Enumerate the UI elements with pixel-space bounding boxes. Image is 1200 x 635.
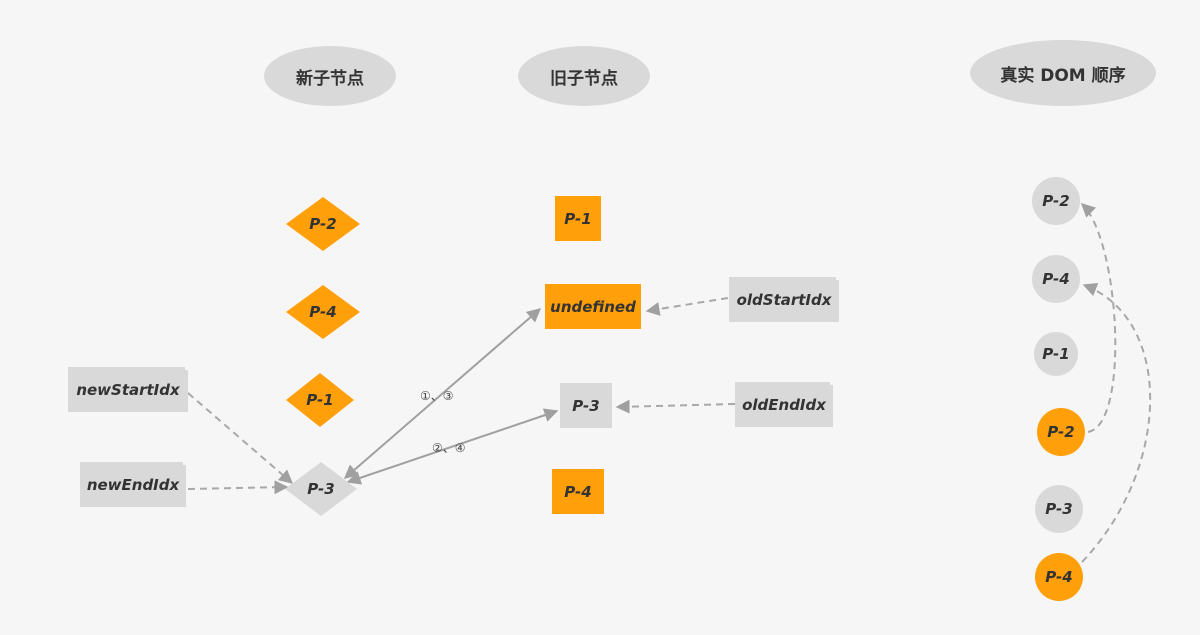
compare-label-upper: ①、③ bbox=[420, 389, 454, 403]
dom-node-6-moved: P-4 bbox=[1035, 553, 1083, 601]
dom-move-arrow-p4 bbox=[1081, 283, 1152, 563]
header-new-children: 新子节点 bbox=[264, 46, 396, 106]
header-real-dom-order: 真实 DOM 顺序 bbox=[970, 40, 1156, 106]
old-end-idx-tag: oldEndIdx bbox=[735, 379, 836, 427]
new-node-2: P-4 bbox=[286, 285, 360, 339]
new-start-idx-tag: newStartIdx bbox=[68, 364, 191, 412]
old-start-idx-tag: oldStartIdx bbox=[729, 274, 842, 322]
header-old-children: 旧子节点 bbox=[518, 46, 650, 106]
old-node-2-undefined: undefined bbox=[545, 284, 641, 329]
new-node-3: P-1 bbox=[286, 373, 354, 427]
compare-label-lower: ②、④ bbox=[432, 441, 466, 455]
new-end-idx-tag: newEndIdx bbox=[80, 459, 189, 507]
dom-node-4-moved: P-2 bbox=[1037, 408, 1085, 456]
new-node-1: P-2 bbox=[286, 197, 360, 251]
dom-node-5: P-3 bbox=[1035, 485, 1083, 533]
new-node-4-active: P-3 bbox=[285, 462, 357, 516]
old-start-pointer-arrow bbox=[645, 297, 729, 316]
old-node-4: P-4 bbox=[552, 469, 604, 514]
old-end-pointer-arrow bbox=[615, 399, 736, 414]
compare-arrow-lower bbox=[346, 408, 559, 485]
dom-node-1: P-2 bbox=[1032, 177, 1080, 225]
dom-node-3: P-1 bbox=[1034, 332, 1078, 376]
old-node-3-active: P-3 bbox=[560, 383, 612, 428]
dom-node-2: P-4 bbox=[1032, 255, 1080, 303]
new-end-pointer-arrow bbox=[187, 480, 289, 495]
header-new-children-label: 新子节点 bbox=[296, 68, 364, 89]
new-start-pointer-arrow bbox=[187, 392, 294, 484]
header-old-children-label: 旧子节点 bbox=[550, 68, 618, 89]
dom-move-arrow-p2 bbox=[1080, 203, 1117, 433]
header-real-dom-order-label: 真实 DOM 顺序 bbox=[1000, 65, 1126, 86]
old-node-1: P-1 bbox=[555, 196, 601, 241]
